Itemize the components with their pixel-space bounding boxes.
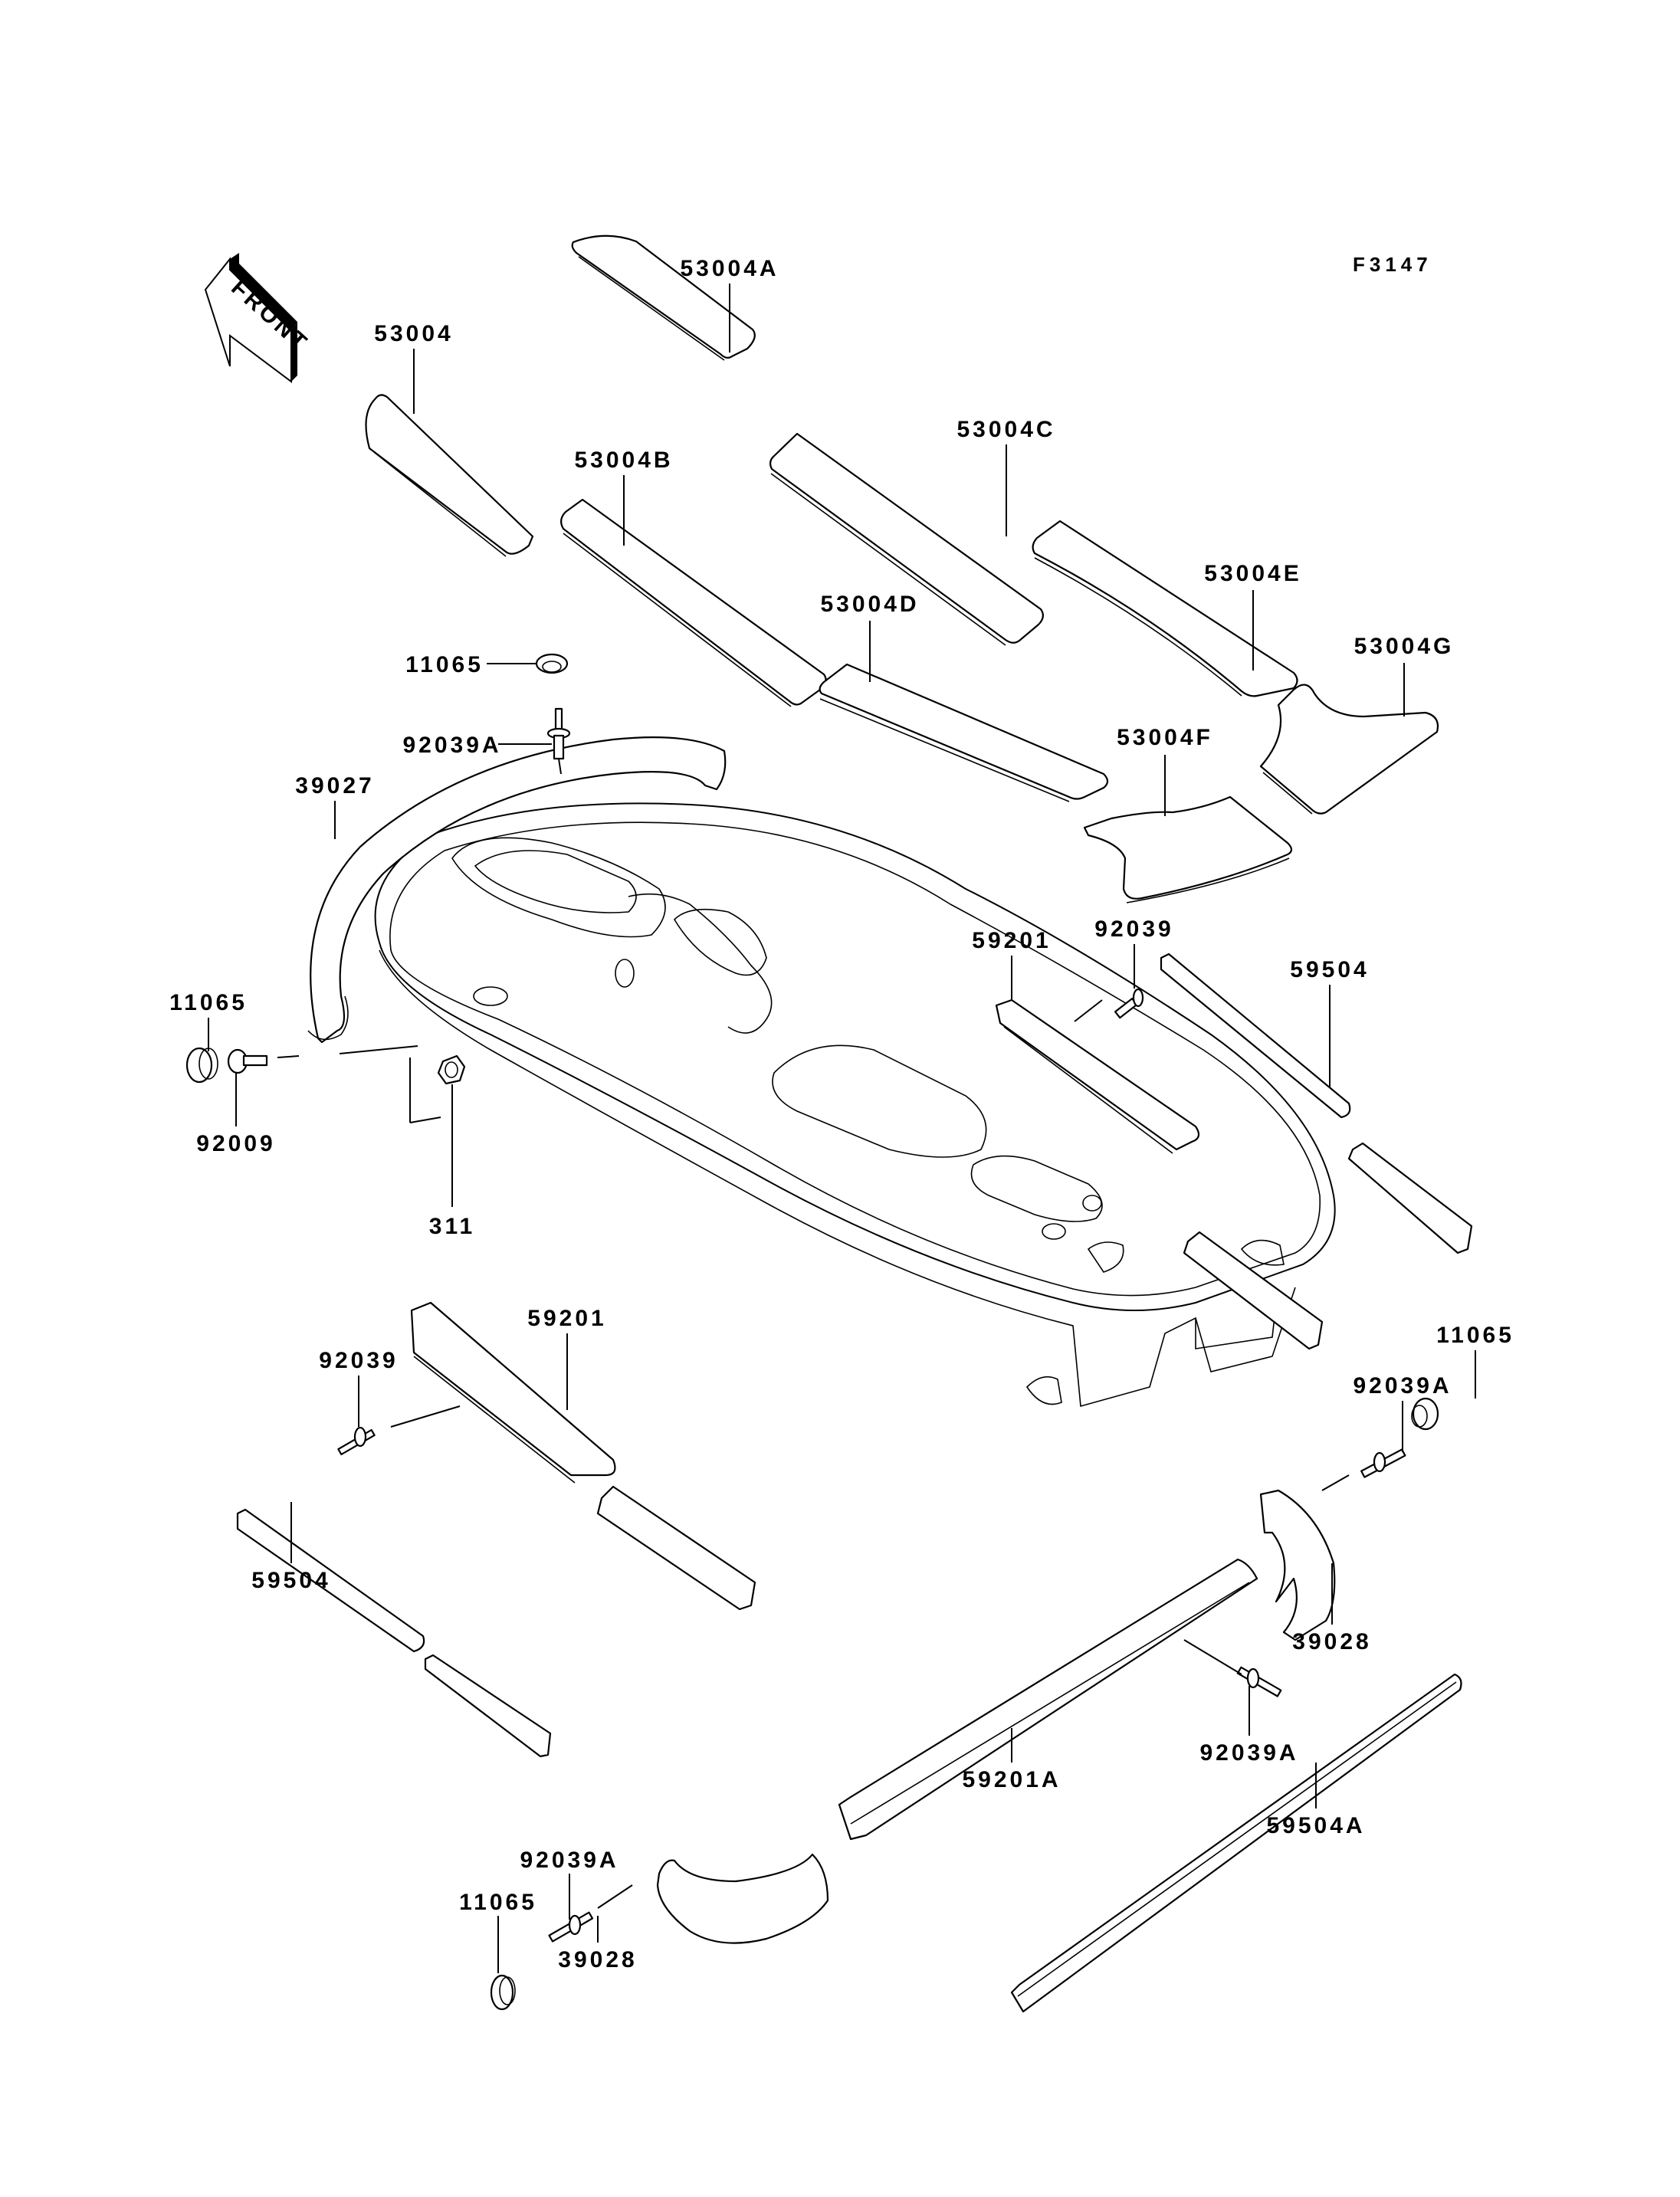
cap-11065-left xyxy=(185,1047,218,1084)
front-arrow-icon: FRONT xyxy=(204,253,313,383)
callout-92009: 92009 xyxy=(196,1131,275,1156)
callout-59504-left: 59504 xyxy=(251,1568,330,1593)
callout-311: 311 xyxy=(429,1214,475,1239)
deck-pad-53004c xyxy=(769,432,1044,646)
callout-92039a-bottom: 92039A xyxy=(520,1848,619,1873)
screw-92009 xyxy=(227,1048,268,1074)
strip-59504-left-rear xyxy=(424,1654,552,1758)
callout-53004a: 53004A xyxy=(680,256,779,281)
cap-11065-bottom xyxy=(490,1974,516,2011)
grommet-11065-top xyxy=(535,653,569,674)
callout-53004e: 53004E xyxy=(1204,561,1301,586)
bumper-39028-left xyxy=(656,1853,829,1944)
callout-53004b: 53004B xyxy=(574,448,673,473)
callout-92039a-rear: 92039A xyxy=(1353,1373,1452,1399)
callout-39028-right: 39028 xyxy=(1292,1629,1371,1654)
deck-pad-53004f xyxy=(1083,795,1293,903)
rivet-92039a-lower xyxy=(1236,1666,1282,1697)
hull-body xyxy=(374,802,1336,1408)
callout-53004: 53004 xyxy=(374,321,453,346)
nut-311 xyxy=(437,1054,466,1085)
strip-59504-left xyxy=(236,1508,425,1653)
rivet-92039-right xyxy=(1114,988,1144,1019)
strip-59504-right xyxy=(1160,953,1351,1119)
figure-code: F3147 xyxy=(1353,253,1432,276)
leader-lines xyxy=(208,284,1476,1973)
deck-pad-53004d xyxy=(819,663,1109,802)
callout-53004d: 53004D xyxy=(820,592,919,617)
rivet-92039a-top xyxy=(546,707,571,760)
callout-59201-left: 59201 xyxy=(527,1306,606,1331)
rivet-92039a-bottom xyxy=(548,1911,594,1943)
callout-92039-right: 92039 xyxy=(1094,917,1173,942)
rivet-92039a-rear xyxy=(1360,1448,1406,1478)
deck-pad-53004 xyxy=(365,394,534,557)
rivet-92039-left xyxy=(337,1426,376,1456)
callout-11065-rear: 11065 xyxy=(1436,1323,1514,1348)
grommet-11065-rear xyxy=(1411,1397,1439,1431)
callout-53004c: 53004C xyxy=(956,417,1055,442)
callout-59201a: 59201A xyxy=(962,1767,1061,1792)
callout-39027: 39027 xyxy=(295,773,374,798)
callout-39028-left: 39028 xyxy=(558,1947,637,1972)
callout-92039a-lower: 92039A xyxy=(1199,1740,1298,1766)
rail-59201-right-rear xyxy=(1183,1231,1324,1350)
callouts: 53004 53004A 53004B 53004C 53004D 53004E… xyxy=(169,256,1514,1972)
rail-59201-left-rear xyxy=(596,1485,756,1611)
bumper-39028-right xyxy=(1259,1489,1336,1641)
callout-59504-right: 59504 xyxy=(1290,957,1369,982)
front-bumper-39027 xyxy=(307,736,727,1044)
deck-pad-53004a xyxy=(571,234,756,361)
rail-59201-right xyxy=(995,998,1200,1154)
strip-59504-right-rear xyxy=(1347,1142,1473,1254)
callout-53004f: 53004F xyxy=(1117,725,1213,750)
callout-59504a: 59504A xyxy=(1266,1813,1365,1838)
rail-59201a xyxy=(838,1558,1258,1841)
callout-11065-bottom: 11065 xyxy=(459,1890,537,1915)
callout-53004g: 53004G xyxy=(1354,634,1455,659)
callout-92039-left: 92039 xyxy=(319,1348,398,1373)
callout-11065-top: 11065 xyxy=(405,652,484,677)
callout-11065-left: 11065 xyxy=(169,990,248,1015)
deck-pad-53004e xyxy=(1032,520,1298,697)
callout-92039a-top: 92039A xyxy=(402,733,501,758)
deck-pad-53004g xyxy=(1259,684,1439,815)
callout-59201-right: 59201 xyxy=(972,928,1051,953)
rail-59201-left xyxy=(410,1301,616,1484)
strip-59504a xyxy=(1010,1673,1462,2013)
deck-pad-53004b xyxy=(560,498,827,707)
